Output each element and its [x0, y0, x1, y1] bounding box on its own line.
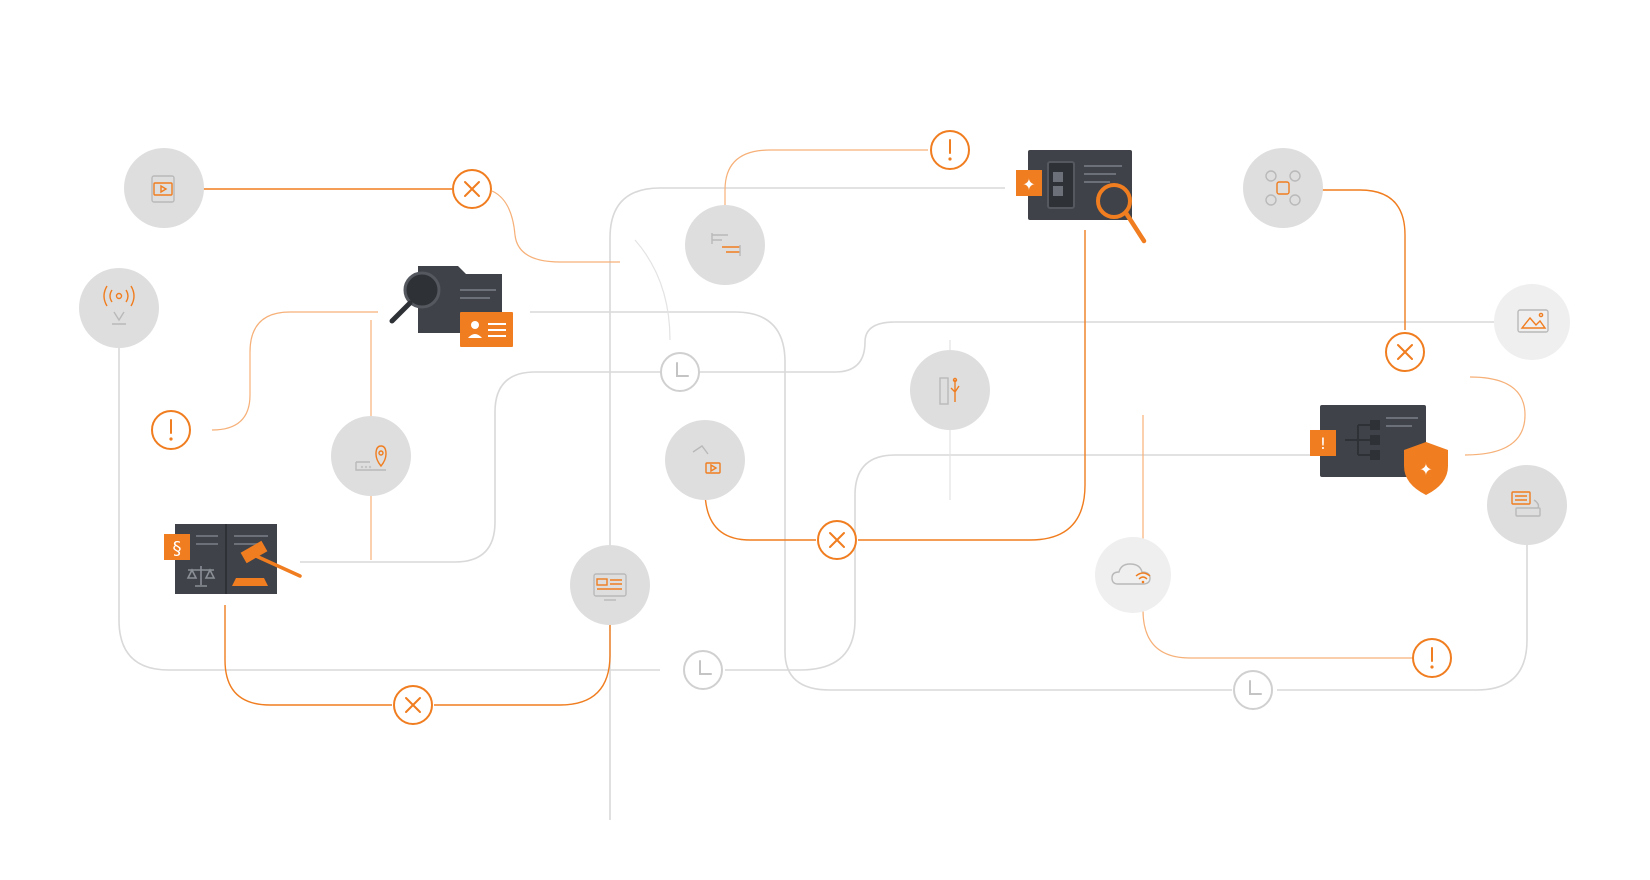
folder-search-card[interactable]: [389, 266, 513, 347]
id-card-icon: [460, 312, 513, 347]
alert-marker[interactable]: [930, 130, 970, 170]
clock-marker[interactable]: [1233, 670, 1273, 710]
node-chat[interactable]: [685, 205, 765, 285]
node-video-file[interactable]: [124, 148, 204, 228]
error-marker[interactable]: [1385, 332, 1425, 372]
chat-bubbles-icon: [711, 233, 741, 256]
drone-icon: [1265, 170, 1301, 206]
keyboard-input-icon: [1511, 491, 1541, 517]
node-drone[interactable]: [1243, 148, 1323, 228]
network-shield-card[interactable]: ! ✦: [1310, 405, 1448, 495]
usb-icon: [939, 377, 960, 405]
document-search-card[interactable]: ✦: [1016, 150, 1147, 244]
scales-icon: [186, 566, 216, 587]
grey-connectors: [118, 187, 1528, 820]
node-radio-signal[interactable]: [79, 268, 159, 348]
node-location[interactable]: [331, 416, 411, 496]
section-sign-icon: §: [164, 534, 190, 560]
svg-text:§: §: [173, 538, 182, 559]
alert-marker[interactable]: [151, 410, 191, 450]
node-cloud-wifi[interactable]: [1095, 537, 1171, 613]
location-pin-icon: [355, 445, 387, 471]
clock-marker[interactable]: [660, 352, 700, 392]
document-icon: [1047, 161, 1122, 209]
error-marker[interactable]: [393, 685, 433, 725]
node-keyboard-input[interactable]: [1487, 465, 1567, 545]
node-video-hand[interactable]: [665, 420, 745, 500]
svg-text:✦: ✦: [1022, 175, 1035, 194]
svg-text:!: !: [1320, 434, 1326, 453]
network-tree-icon: [1345, 417, 1418, 460]
error-marker[interactable]: [817, 520, 857, 560]
video-file-icon: [151, 175, 175, 203]
cloud-wifi-icon: [1111, 563, 1151, 585]
node-web-page[interactable]: [570, 545, 650, 625]
law-book-card[interactable]: §: [164, 524, 302, 594]
web-page-icon: [593, 573, 627, 601]
error-marker[interactable]: [452, 169, 492, 209]
video-hand-icon: [692, 445, 721, 474]
clock-marker[interactable]: [683, 650, 723, 690]
node-usb[interactable]: [910, 350, 990, 430]
magnifier-icon: [1096, 183, 1147, 244]
gavel-icon: [232, 540, 302, 586]
sparkle-icon: ✦: [1016, 170, 1042, 196]
alert-marker[interactable]: [1412, 638, 1452, 678]
alert-icon: !: [1310, 430, 1336, 456]
svg-text:✦: ✦: [1419, 460, 1432, 479]
node-image-file[interactable]: [1494, 284, 1570, 360]
magnifier-icon: [389, 271, 441, 324]
radio-signal-icon: [103, 285, 135, 325]
shield-icon: ✦: [1404, 442, 1448, 495]
image-file-icon: [1517, 309, 1549, 333]
